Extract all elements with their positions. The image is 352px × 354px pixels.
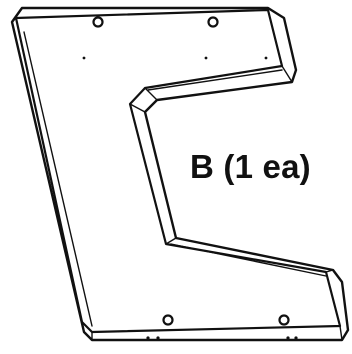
edge-dot (294, 336, 298, 340)
screw-hole-bottom-left (162, 314, 174, 326)
screw-holes (92, 16, 290, 326)
edge-dot (286, 336, 290, 340)
screw-hole-top-right (207, 16, 219, 28)
screw-hole-bottom-right (278, 314, 290, 326)
pilot-dot (204, 56, 208, 60)
edge-dot (146, 336, 150, 340)
pilot-dot (82, 56, 86, 60)
panel-thickness-lines (11, 7, 343, 341)
part-label: B (1 ea) (190, 148, 311, 185)
pilot-dots-face (82, 56, 268, 60)
edge-dot (156, 336, 160, 340)
screw-hole-top-left (92, 16, 104, 28)
pilot-dot (264, 56, 268, 60)
pilot-dots-edge (146, 336, 298, 340)
